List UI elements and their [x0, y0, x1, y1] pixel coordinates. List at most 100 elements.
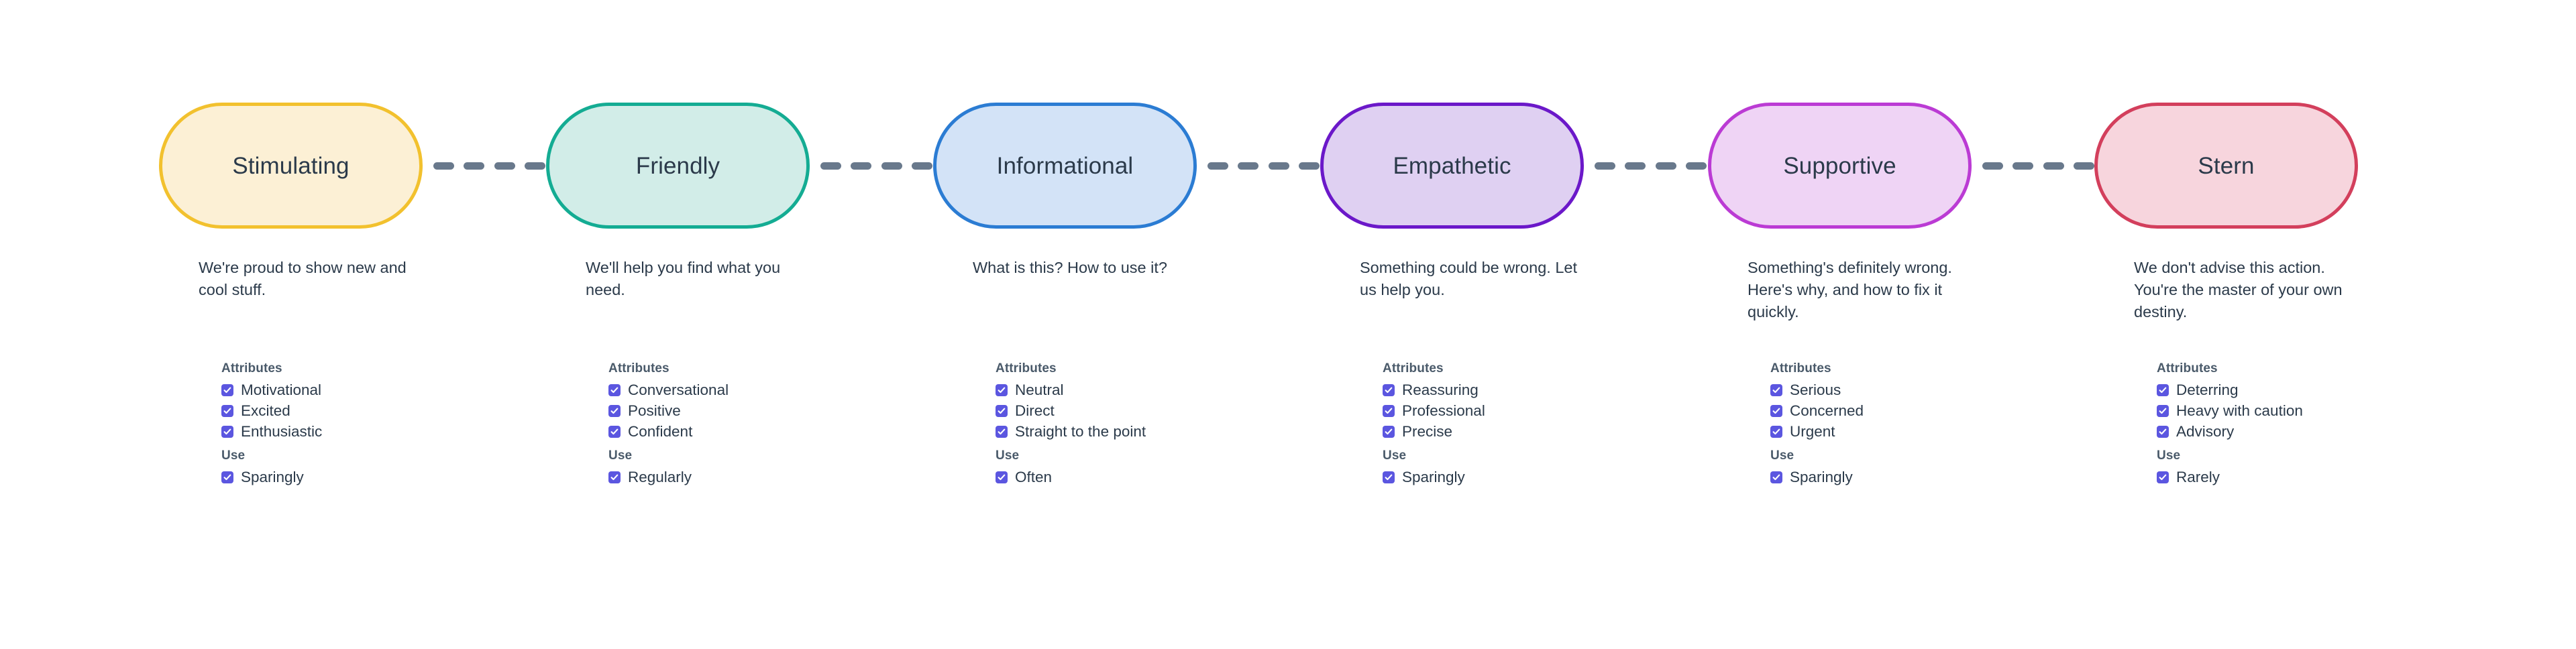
checkbox-checked-icon[interactable] — [1770, 426, 1782, 438]
attributes-item[interactable]: Motivational — [221, 380, 523, 400]
connector-dash — [2073, 162, 2094, 170]
checkbox-checked-icon[interactable] — [996, 384, 1008, 396]
attributes-item[interactable]: Serious — [1770, 380, 2072, 400]
use-item[interactable]: Often — [996, 467, 1297, 487]
attributes-item-label: Deterring — [2176, 381, 2239, 398]
attributes-item[interactable]: Direct — [996, 401, 1297, 421]
attributes-item-label: Professional — [1402, 402, 1485, 419]
checkbox-checked-icon[interactable] — [221, 384, 233, 396]
checkbox-checked-icon[interactable] — [1383, 405, 1395, 417]
use-heading: Use — [996, 449, 1020, 463]
attributes-item-label: Confident — [628, 422, 693, 440]
connector-dash — [524, 162, 545, 170]
use-item[interactable]: Sparingly — [221, 467, 523, 487]
use-item-label: Regularly — [628, 468, 692, 485]
tone-pill-empathetic[interactable]: Empathetic — [1320, 103, 1584, 229]
tone-pill-friendly[interactable]: Friendly — [546, 103, 810, 229]
attributes-item[interactable]: Confident — [608, 422, 910, 442]
connector-dash — [820, 162, 841, 170]
attributes-item-label: Concerned — [1790, 402, 1864, 419]
attributes-item-label: Precise — [1402, 422, 1453, 440]
checkbox-checked-icon[interactable] — [221, 405, 233, 417]
attributes-item[interactable]: Enthusiastic — [221, 422, 523, 442]
attributes-item[interactable]: Urgent — [1770, 422, 2072, 442]
connector-dash — [1238, 162, 1259, 170]
attributes-item[interactable]: Neutral — [996, 380, 1297, 400]
attributes-item[interactable]: Straight to the point — [996, 422, 1297, 442]
tone-description: What is this? How to use it? — [973, 259, 1167, 276]
tone-description: Something's definitely wrong. Here's why… — [1748, 259, 1952, 320]
use-item[interactable]: Rarely — [2157, 467, 2459, 487]
attributes-item[interactable]: Concerned — [1770, 401, 2072, 421]
checkbox-checked-icon[interactable] — [1383, 426, 1395, 438]
checkbox-checked-icon[interactable] — [2157, 471, 2169, 483]
attributes-item-label: Reassuring — [1402, 381, 1479, 398]
use-item[interactable]: Regularly — [608, 467, 910, 487]
checkbox-checked-icon[interactable] — [608, 426, 621, 438]
attributes-heading: Attributes — [2157, 361, 2218, 375]
checkbox-checked-icon[interactable] — [1770, 471, 1782, 483]
checkbox-checked-icon[interactable] — [996, 405, 1008, 417]
checkbox-checked-icon[interactable] — [1383, 471, 1395, 483]
use-heading: Use — [221, 449, 246, 463]
attributes-item-label: Excited — [241, 402, 290, 419]
attributes-item[interactable]: Reassuring — [1383, 380, 1684, 400]
attributes-item-label: Conversational — [628, 381, 729, 398]
tone-pill-informational[interactable]: Informational — [933, 103, 1197, 229]
attributes-item[interactable]: Advisory — [2157, 422, 2459, 442]
connector-dash — [464, 162, 485, 170]
use-item-label: Sparingly — [1402, 468, 1465, 485]
attributes-item[interactable]: Positive — [608, 401, 910, 421]
checkbox-checked-icon[interactable] — [2157, 426, 2169, 438]
attributes-heading: Attributes — [221, 361, 282, 375]
use-item[interactable]: Sparingly — [1770, 467, 2072, 487]
attributes-item[interactable]: Deterring — [2157, 380, 2459, 400]
checkbox-checked-icon[interactable] — [1770, 405, 1782, 417]
checkbox-checked-icon[interactable] — [1770, 384, 1782, 396]
tone-pill-stimulating[interactable]: Stimulating — [159, 103, 423, 229]
attributes-heading: Attributes — [1383, 361, 1444, 375]
tone-description: We don't advise this action. You're the … — [2134, 259, 2343, 320]
checkbox-checked-icon[interactable] — [996, 426, 1008, 438]
attributes-item[interactable]: Excited — [221, 401, 523, 421]
tone-pill-stern[interactable]: Stern — [2094, 103, 2358, 229]
tone-pill-label: Supportive — [1783, 152, 1896, 179]
use-item-label: Sparingly — [241, 468, 304, 485]
attributes-heading: Attributes — [1770, 361, 1831, 375]
attributes-item[interactable]: Precise — [1383, 422, 1684, 442]
tone-pill-supportive[interactable]: Supportive — [1708, 103, 1972, 229]
checkbox-checked-icon[interactable] — [608, 405, 621, 417]
tone-pill-label: Empathetic — [1393, 152, 1511, 179]
checkbox-checked-icon[interactable] — [608, 384, 621, 396]
connector-dash — [494, 162, 515, 170]
attributes-item-label: Direct — [1015, 402, 1055, 419]
checkbox-checked-icon[interactable] — [221, 426, 233, 438]
attributes-item-label: Serious — [1790, 381, 1841, 398]
attributes-item[interactable]: Heavy with caution — [2157, 401, 2459, 421]
attributes-item[interactable]: Conversational — [608, 380, 910, 400]
checkbox-checked-icon[interactable] — [608, 471, 621, 483]
tone-connector — [1208, 161, 1320, 170]
checkbox-checked-icon[interactable] — [1383, 384, 1395, 396]
use-item[interactable]: Sparingly — [1383, 467, 1684, 487]
checkbox-checked-icon[interactable] — [2157, 405, 2169, 417]
connector-dash — [1268, 162, 1289, 170]
tone-pill-label: Stern — [2198, 152, 2255, 179]
tone-pill-label: Stimulating — [232, 152, 350, 179]
checkbox-checked-icon[interactable] — [221, 471, 233, 483]
connector-dash — [433, 162, 454, 170]
attributes-item[interactable]: Professional — [1383, 401, 1684, 421]
checkbox-checked-icon[interactable] — [996, 471, 1008, 483]
checkbox-checked-icon[interactable] — [2157, 384, 2169, 396]
tone-connector — [820, 161, 932, 170]
